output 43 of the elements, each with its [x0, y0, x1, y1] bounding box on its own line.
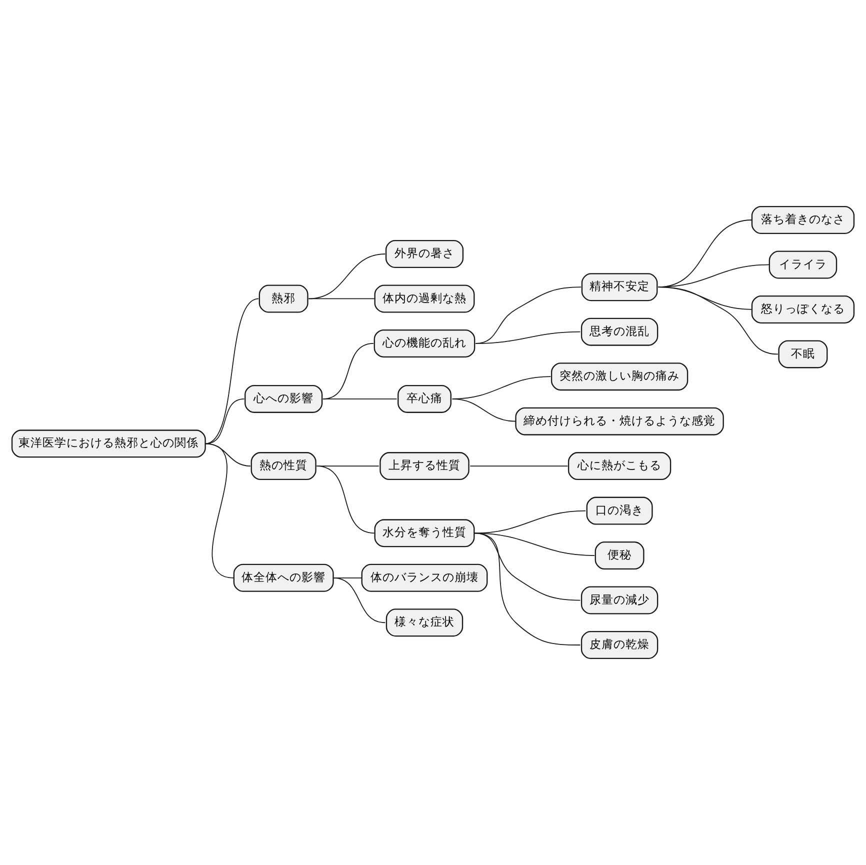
node-box: 突然の激しい胸の痛み — [550, 362, 688, 391]
node-box: 思考の混乱 — [580, 318, 658, 346]
connector — [475, 286, 582, 344]
node-box: 東洋医学における熱邪と心の関係 — [11, 430, 206, 458]
connector — [475, 331, 581, 344]
connector — [204, 443, 251, 466]
node-box: 尿量の減少 — [580, 586, 658, 614]
node-box: 心への影響 — [244, 384, 323, 413]
connector — [658, 286, 778, 355]
connector — [204, 398, 245, 444]
node-box: 卒心痛 — [398, 384, 452, 413]
node-box: 締め付けられる・焼けるような感覚 — [515, 407, 724, 436]
node-box: 体全体への影響 — [233, 564, 334, 592]
connector — [204, 443, 234, 578]
connector — [322, 398, 398, 400]
node-box: 外界の暑さ — [385, 240, 464, 268]
node-box: 心の機能の乱れ — [374, 329, 476, 358]
node-box: 熱の性質 — [250, 452, 316, 480]
connector — [204, 298, 259, 444]
node-box: 心に熱がこもる — [568, 452, 672, 480]
node-box: 皮膚の乾燥 — [580, 631, 658, 659]
node-box: 便秘 — [594, 542, 644, 570]
connector — [308, 298, 375, 300]
connector — [474, 532, 581, 601]
node-box: 上昇する性質 — [380, 452, 470, 480]
connector — [452, 398, 516, 422]
connector — [332, 577, 386, 624]
node-box: 水分を奪う性質 — [374, 519, 475, 548]
connector — [474, 532, 581, 646]
node-box: イライラ — [768, 250, 838, 279]
connector — [308, 254, 386, 300]
connector — [316, 466, 375, 534]
connector — [474, 510, 586, 534]
node-box: 落ち着きのなさ — [751, 206, 855, 234]
node-box: 口の渇き — [586, 496, 653, 525]
node-box: 不眠 — [778, 340, 828, 368]
node-box: 精神不安定 — [581, 273, 658, 302]
node-box: 体のバランスの崩壊 — [361, 564, 488, 592]
node-box: 体内の過剰な熱 — [374, 284, 475, 313]
node-box: 怒りっぽくなる — [751, 295, 855, 324]
connector — [474, 532, 595, 556]
node-box: 様々な症状 — [386, 608, 464, 637]
node-box: 熱邪 — [258, 284, 308, 313]
